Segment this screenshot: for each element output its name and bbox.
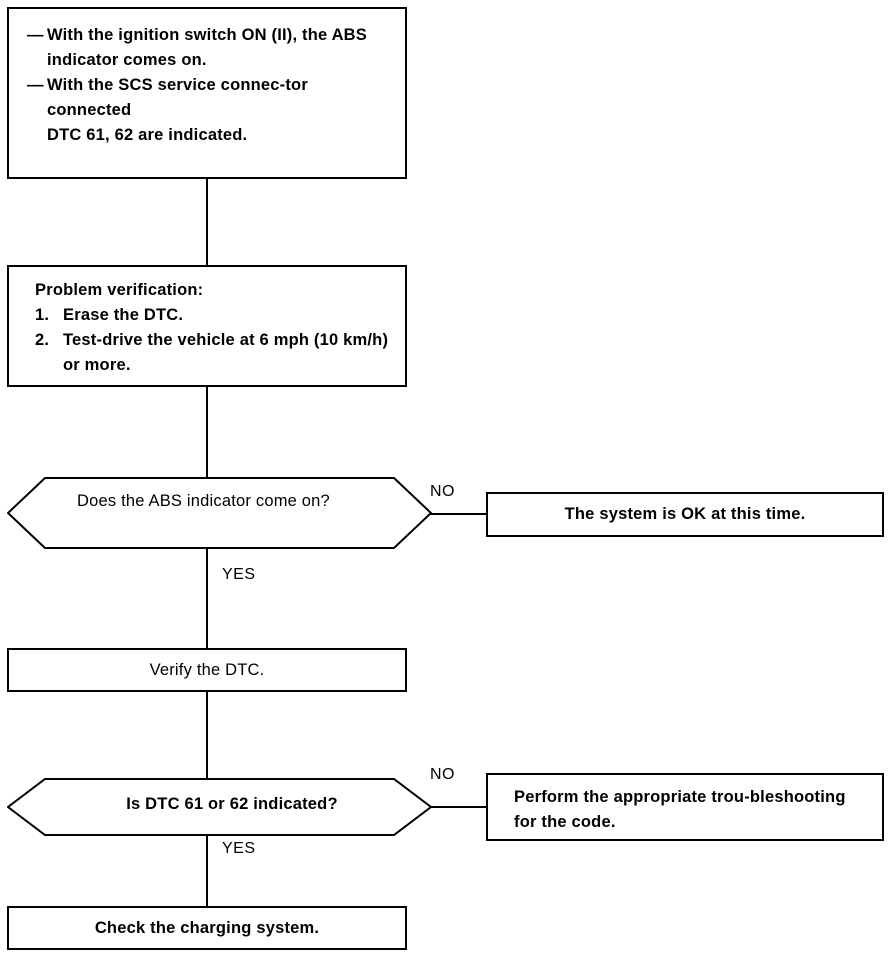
problem-verification-box: Problem verification: 1. Erase the DTC. … xyxy=(7,265,407,387)
verify-dtc-box: Verify the DTC. xyxy=(7,648,407,692)
decision-abs-indicator: Does the ABS indicator come on? xyxy=(7,477,432,549)
note-bullet-2-text: With the SCS service connec-tor connecte… xyxy=(47,76,313,119)
edge-label-no-dtc: NO xyxy=(430,766,455,783)
connector-decision-abs-yes-to-verify-dtc xyxy=(206,547,208,648)
check-charging-system-text: Check the charging system. xyxy=(94,918,320,937)
outcome-system-ok-box: The system is OK at this time. xyxy=(486,492,884,537)
connector-note-to-verification xyxy=(206,179,208,265)
decision-abs-indicator-text: Does the ABS indicator come on? xyxy=(77,492,330,510)
outcome-troubleshoot-text: Perform the appropriate trou-bleshooting… xyxy=(514,788,851,831)
connector-verification-to-decision-abs xyxy=(206,387,208,479)
hexagon-shape-icon xyxy=(7,477,432,549)
connector-decision-abs-no-to-ok xyxy=(425,513,487,515)
verify-dtc-text: Verify the DTC. xyxy=(149,660,265,679)
problem-verification-item-2-text: Test-drive the vehicle at 6 mph (10 km/h… xyxy=(63,331,393,374)
note-bullet-2: — With the SCS service connec-tor connec… xyxy=(27,73,395,123)
connector-verify-dtc-to-decision-dtc xyxy=(206,692,208,780)
bullet-dash-icon: — xyxy=(27,76,44,94)
problem-verification-item-2: 2. Test-drive the vehicle at 6 mph (10 k… xyxy=(35,328,397,378)
edge-label-yes-abs: YES xyxy=(222,566,256,583)
note-box: — With the ignition switch ON (II), the … xyxy=(7,7,407,179)
outcome-system-ok-text: The system is OK at this time. xyxy=(564,505,806,523)
hexagon-shape-icon xyxy=(7,778,432,836)
problem-verification-item-1-text: Erase the DTC. xyxy=(63,306,184,324)
outcome-troubleshoot-box: Perform the appropriate trou-bleshooting… xyxy=(486,773,884,841)
edge-label-yes-dtc: YES xyxy=(222,840,256,857)
connector-decision-dtc-yes-to-charging xyxy=(206,834,208,906)
decision-dtc-code: Is DTC 61 or 62 indicated? xyxy=(7,778,432,836)
note-bullet-1: — With the ignition switch ON (II), the … xyxy=(27,23,395,73)
check-charging-system-box: Check the charging system. xyxy=(7,906,407,950)
problem-verification-heading: Problem verification: xyxy=(35,281,204,299)
decision-dtc-code-text: Is DTC 61 or 62 indicated? xyxy=(126,795,338,813)
bullet-dash-icon: — xyxy=(27,26,44,44)
problem-verification-item-1: 1. Erase the DTC. xyxy=(35,303,397,328)
note-bullet-2-subtext: DTC 61, 62 are indicated. xyxy=(47,126,248,144)
list-number: 2. xyxy=(35,331,50,349)
note-bullet-1-text: With the ignition switch ON (II), the AB… xyxy=(47,26,372,69)
connector-decision-dtc-no-to-troubleshoot xyxy=(425,806,487,808)
list-number: 1. xyxy=(35,306,50,324)
edge-label-no-abs: NO xyxy=(430,483,455,500)
